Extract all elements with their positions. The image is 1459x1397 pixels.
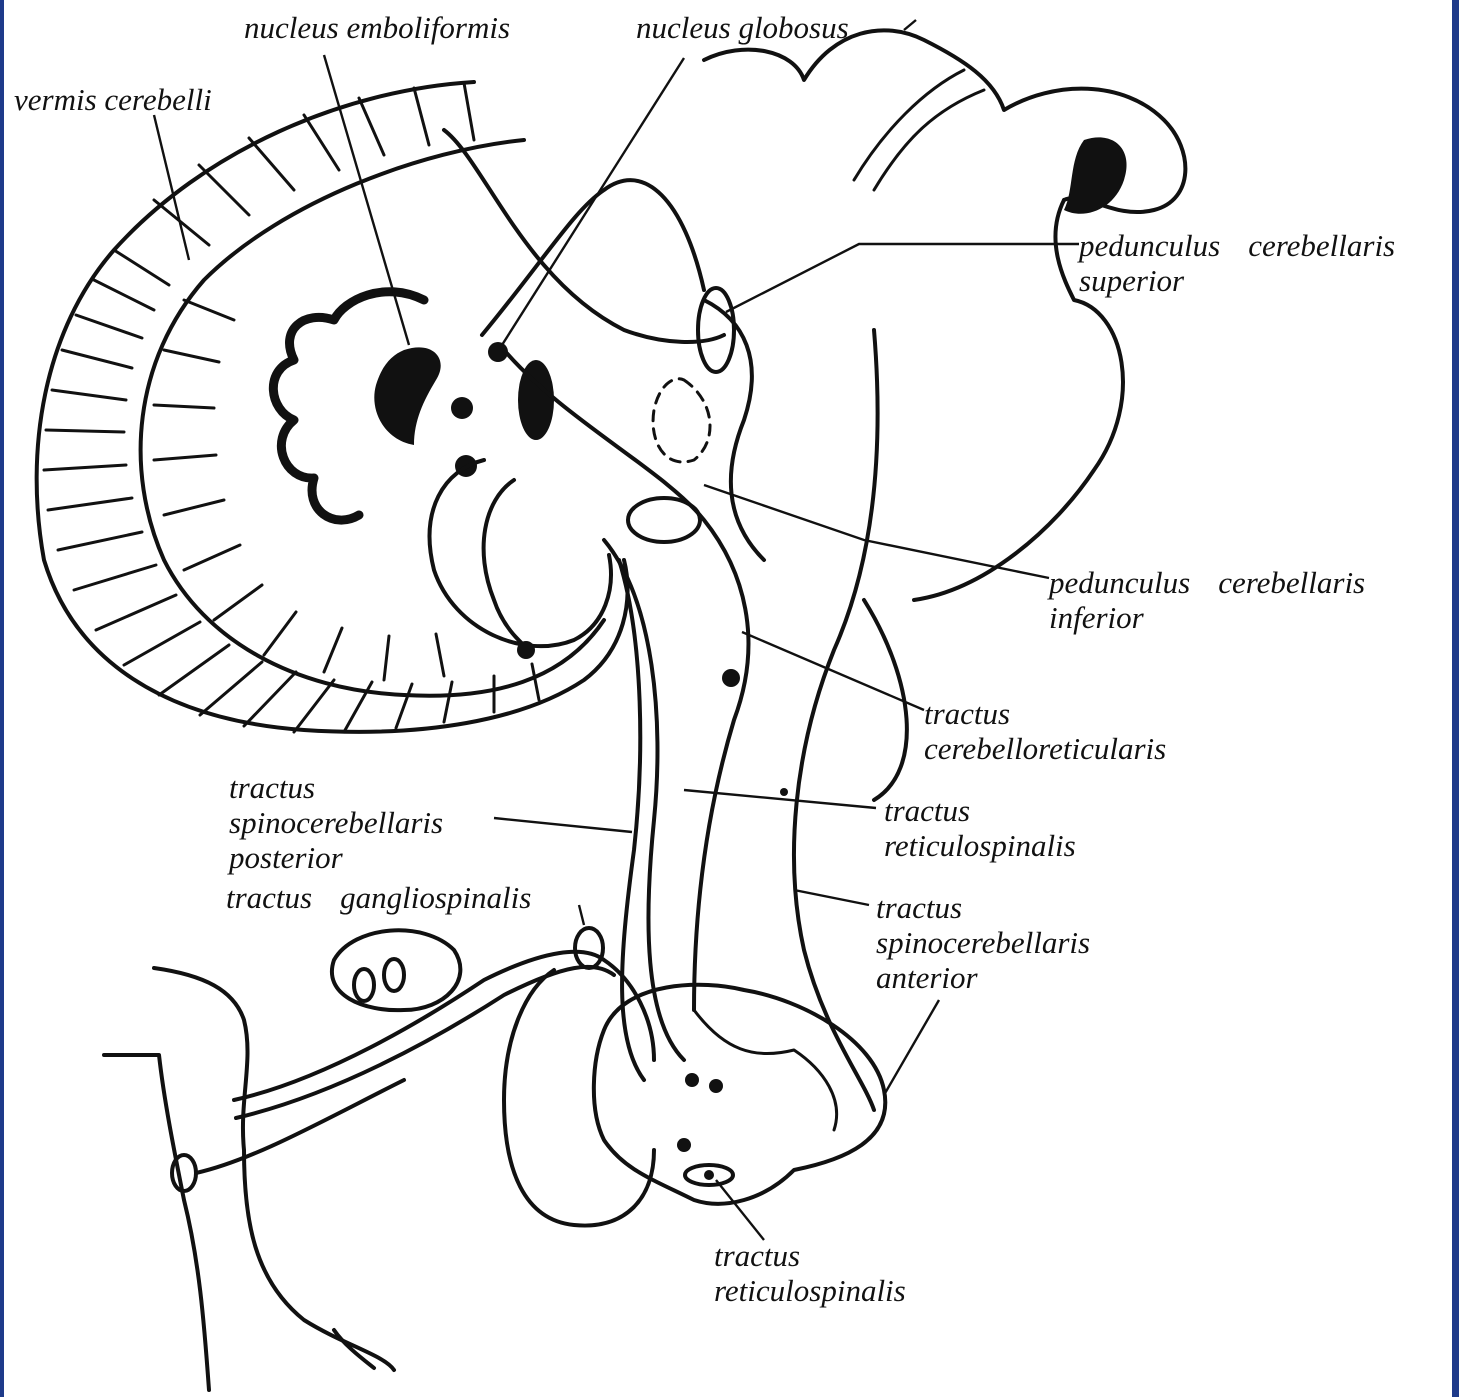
label-nucleus-emboliformis: nucleus emboliformis <box>244 10 510 45</box>
label-tractus-spinocerebellaris-anterior: tractus spinocerebellaris anterior <box>876 890 1090 995</box>
cerebellar-white-matter-curl <box>430 460 611 646</box>
nerve-fibers <box>234 952 654 1100</box>
label-tractus-cerebelloreticularis: tractus cerebelloreticularis <box>924 696 1166 766</box>
leader-lines <box>154 20 1079 1240</box>
label-tractus-reticulospinalis-lower: tractus reticulospinalis <box>714 1238 906 1308</box>
diagram-canvas: nucleus emboliformis nucleus globosus ve… <box>4 0 1452 1397</box>
label-vermis-cerebelli: vermis cerebelli <box>14 82 212 117</box>
label-tractus-reticulospinalis-upper: tractus reticulospinalis <box>884 793 1076 863</box>
cerebellum-pathways-drawing <box>4 0 1452 1397</box>
tract-reticulospinal <box>604 540 684 1060</box>
label-tractus-spinocerebellaris-posterior: tractus spinocerebellaris posterior <box>229 770 443 875</box>
label-nucleus-globosus: nucleus globosus <box>636 10 849 45</box>
spinal-cord-section <box>594 985 885 1204</box>
leg-outline <box>154 968 394 1370</box>
dorsal-root-ganglion <box>332 930 460 1010</box>
nucleus-emboliformis-shape <box>374 347 440 445</box>
receptor <box>172 1155 196 1191</box>
tract-spinocerebellar-anterior <box>794 330 878 1110</box>
nucleus-small-1 <box>451 397 473 419</box>
superior-peduncle-ring <box>698 288 734 372</box>
cerebral-peduncle <box>1064 137 1127 213</box>
